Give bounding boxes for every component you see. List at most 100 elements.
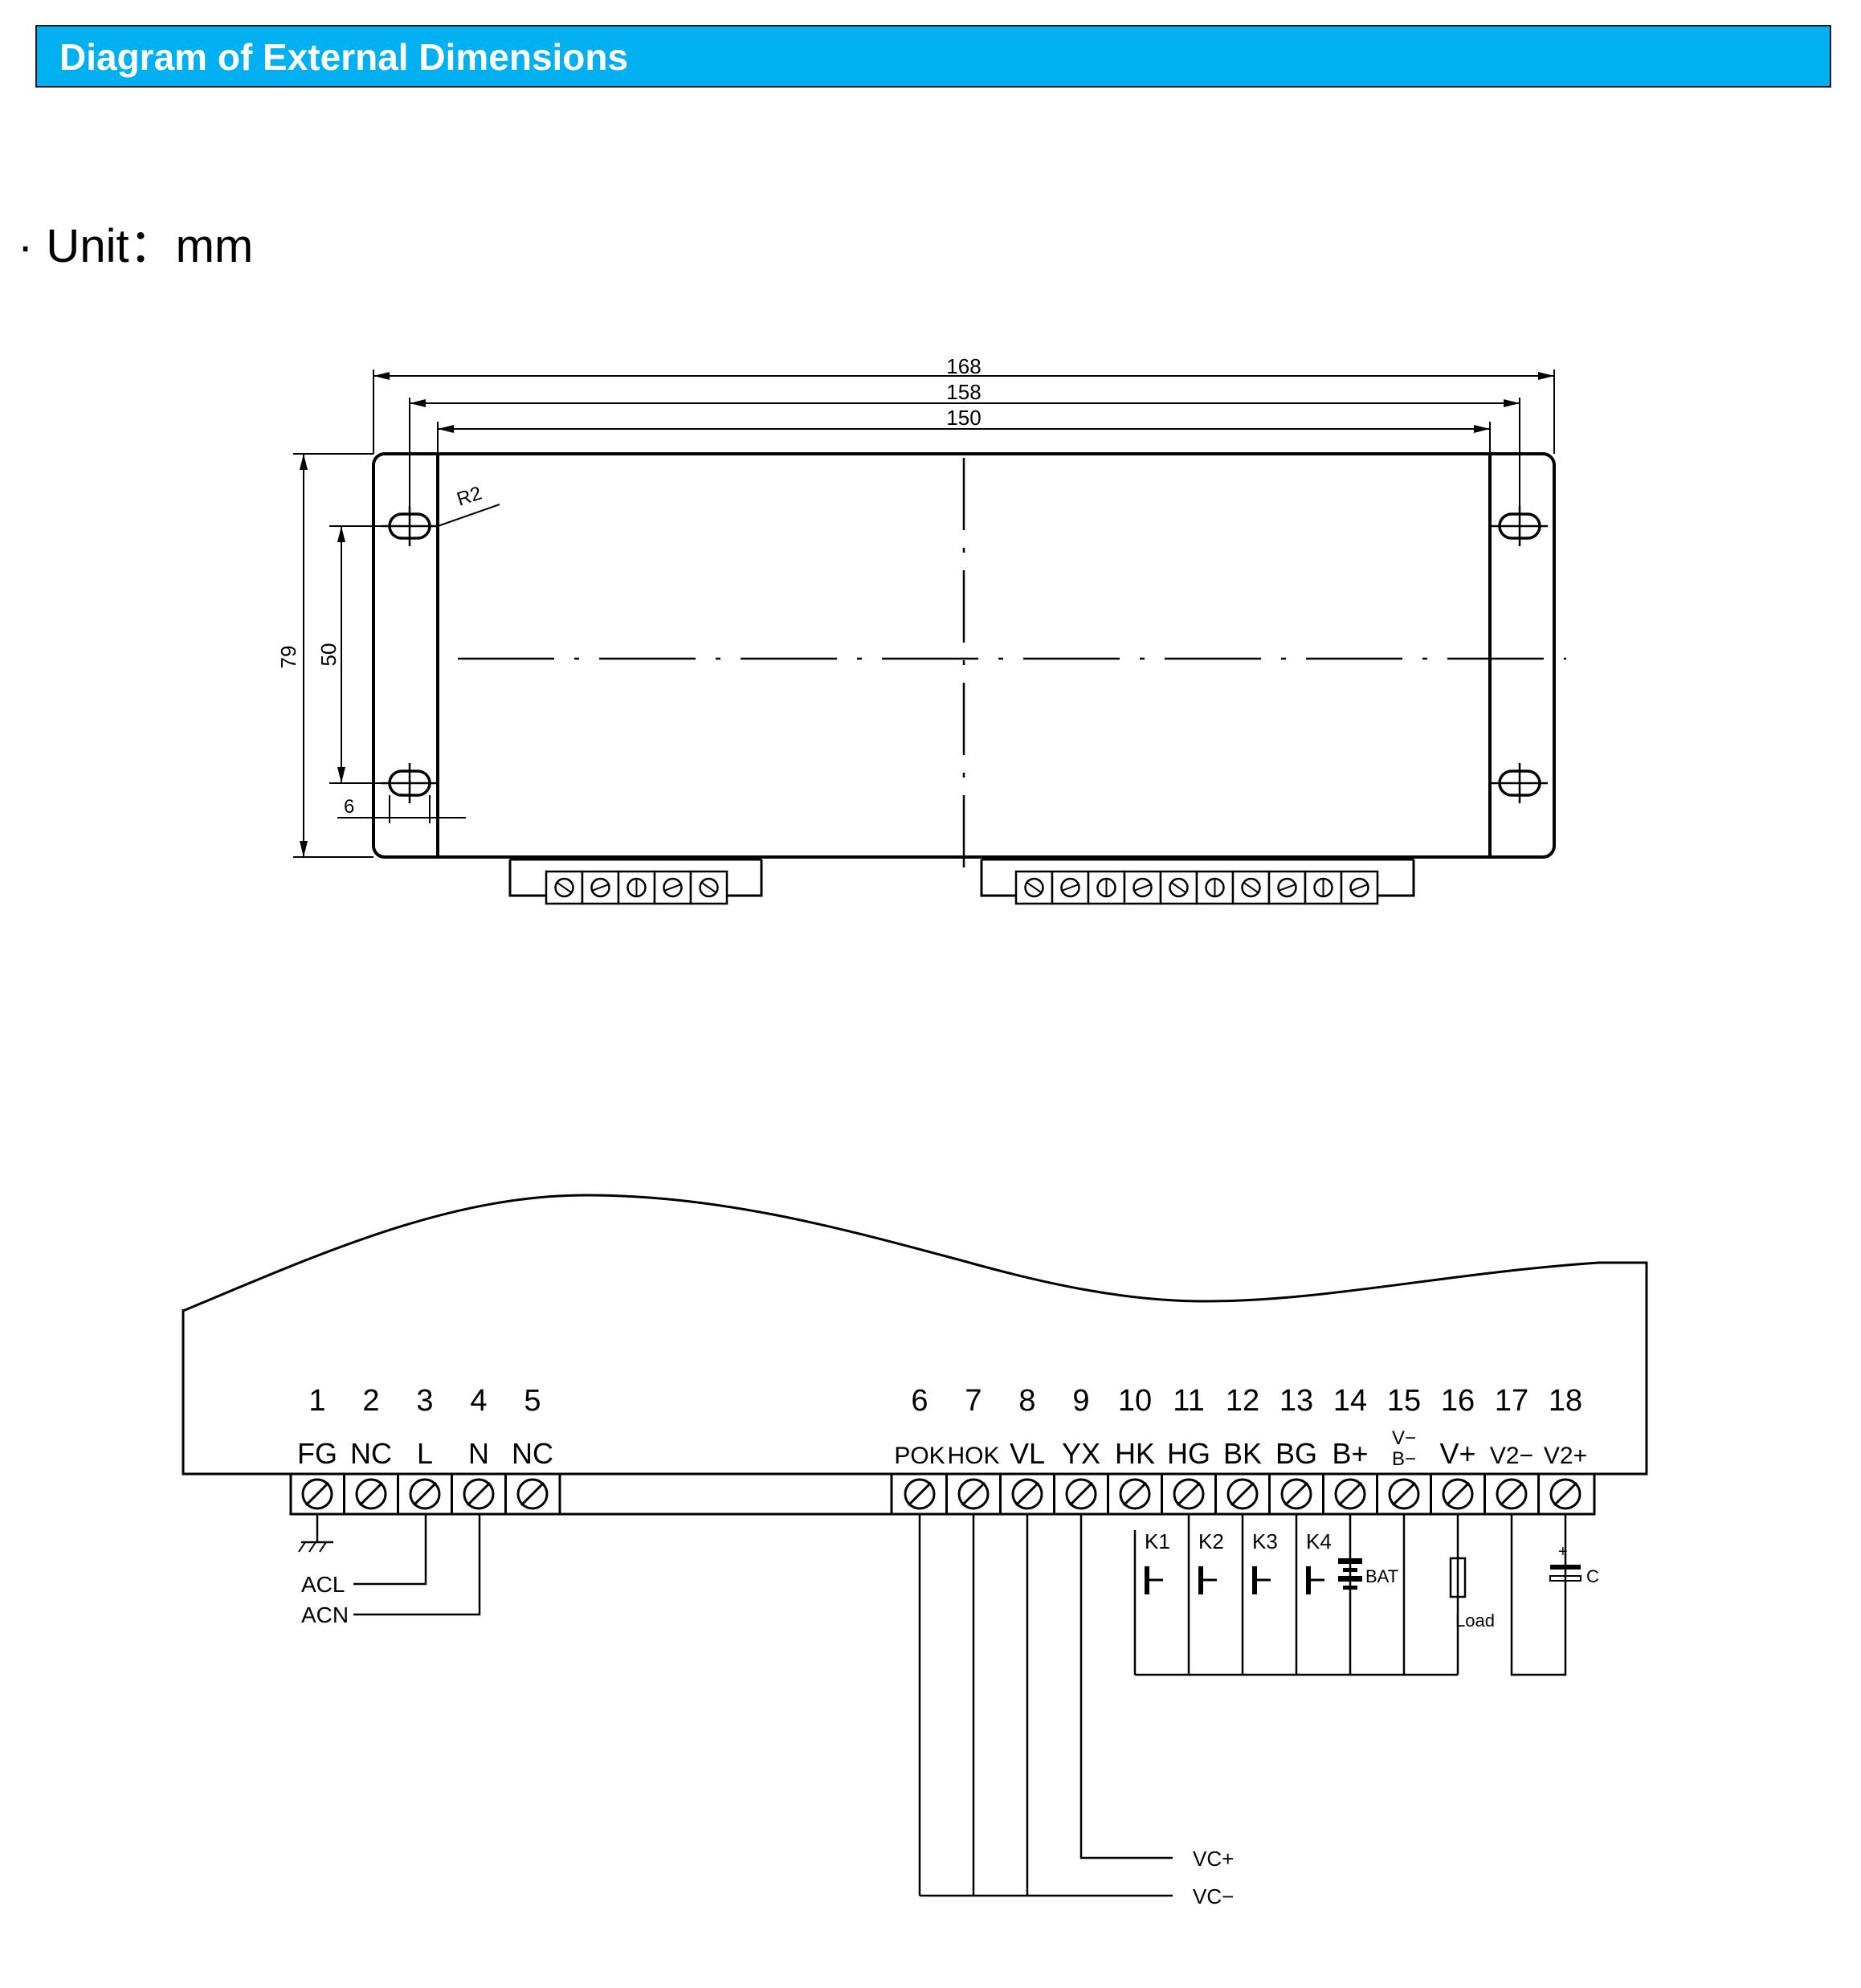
terminal-label: NC	[350, 1437, 392, 1470]
dim-label-79: 79	[276, 646, 300, 669]
terminal-slot	[412, 1481, 438, 1507]
terminal-screw-icon	[1011, 1478, 1043, 1510]
connector-cell	[689, 870, 728, 905]
header-bar: Diagram of External Dimensions	[35, 25, 1831, 88]
terminal-screw-icon	[1334, 1478, 1366, 1510]
terminal-screw-icon	[1119, 1478, 1151, 1510]
cap-label: C	[1586, 1566, 1599, 1586]
terminal-number: 11	[1173, 1384, 1204, 1418]
page-title: Diagram of External Dimensions	[59, 36, 629, 78]
terminal-number: 14	[1333, 1384, 1367, 1418]
dim-height-outer	[293, 453, 373, 858]
screw-icon	[1024, 877, 1044, 898]
terminal-number: 10	[1118, 1384, 1152, 1418]
dim-width-outer	[373, 369, 1555, 454]
screw-slot	[1026, 882, 1042, 893]
terminal-screw-icon	[1226, 1478, 1259, 1510]
terminal-number: 6	[911, 1384, 928, 1418]
terminal-label: V2+	[1544, 1443, 1587, 1469]
unit-label: · Unit：mm	[18, 220, 254, 272]
terminal-screw-icon	[1280, 1478, 1312, 1510]
load-resistor-icon	[1449, 1557, 1467, 1598]
dimension-drawing: 168 158 150 79	[276, 354, 1566, 905]
terminal-number: 17	[1495, 1384, 1528, 1418]
terminal-label: NC	[512, 1437, 553, 1470]
screw-icon	[1241, 877, 1261, 898]
terminal-slot	[1391, 1481, 1417, 1507]
terminal-screw-icon	[1549, 1478, 1581, 1510]
wire-acn	[353, 1514, 481, 1616]
terminal-label: HK	[1115, 1437, 1155, 1470]
acn-label: ACN	[301, 1602, 349, 1627]
screw-slot	[557, 882, 572, 893]
terminal-number: 9	[1072, 1384, 1089, 1418]
terminal-slot	[961, 1481, 986, 1507]
terminal-label: BK	[1223, 1437, 1262, 1470]
radius-leader	[437, 504, 500, 527]
terminal-number: 16	[1441, 1384, 1475, 1418]
screw-slot	[1351, 884, 1368, 892]
k3-label: K3	[1252, 1529, 1278, 1553]
screw-icon	[554, 877, 574, 898]
k2-label: K2	[1198, 1529, 1224, 1553]
terminal-slot	[466, 1481, 492, 1507]
screw-slot	[1243, 882, 1259, 893]
terminal-slot	[1068, 1481, 1094, 1507]
terminal-screw-icon	[1442, 1478, 1474, 1510]
terminal-label: N	[468, 1437, 489, 1470]
screw-slot	[1171, 882, 1186, 893]
capacitor-icon	[1549, 1565, 1581, 1582]
terminal-label: L	[417, 1437, 433, 1470]
terminal-block-right	[980, 858, 1415, 897]
device-body-outline	[182, 1194, 1648, 1476]
ground-icon	[298, 1514, 333, 1553]
wire-vc-plus	[1079, 1514, 1173, 1859]
screw-slot	[1279, 884, 1296, 892]
right-terminals: 6POK7HOK8VL9YX10HK11HG12BK13BG14B+15V−B−…	[894, 1384, 1587, 1514]
terminal-label: V2−	[1490, 1443, 1533, 1469]
dim-width-inner	[437, 422, 1491, 454]
mounting-hole-bottom-right	[1492, 763, 1548, 803]
dim-width-holes	[409, 398, 1520, 514]
dim-height-holes	[329, 525, 382, 784]
terminal-number: 3	[416, 1384, 433, 1418]
k1-label: K1	[1145, 1529, 1170, 1553]
screw-slot	[1134, 884, 1151, 892]
terminal-screw-icon	[409, 1478, 441, 1510]
screw-icon	[626, 877, 647, 898]
terminal-screw-icon	[463, 1478, 495, 1510]
terminal-screw-icon	[1496, 1478, 1528, 1510]
terminal-block-left	[508, 858, 763, 897]
screw-icon	[1169, 877, 1189, 898]
terminal-number: 7	[965, 1384, 982, 1418]
acl-label: ACL	[301, 1572, 345, 1597]
terminal-number: 18	[1549, 1384, 1582, 1418]
switch-k1-icon	[1145, 1566, 1163, 1594]
dim-label-158: 158	[946, 380, 981, 404]
terminal-label: V+	[1439, 1437, 1475, 1470]
terminal-slot	[1337, 1481, 1363, 1507]
terminal-number: 8	[1018, 1384, 1035, 1418]
battery-icon	[1338, 1558, 1362, 1590]
screw-slot	[592, 884, 609, 892]
dim-label-6: 6	[344, 796, 354, 818]
dim-edge-offset	[337, 795, 466, 823]
terminal-label: BG	[1275, 1437, 1317, 1470]
terminal-slot	[1553, 1481, 1578, 1507]
terminal-slot	[1014, 1481, 1040, 1507]
mounting-hole-bottom-left	[382, 763, 438, 803]
terminal-screw-icon	[301, 1478, 333, 1510]
terminal-screw-icon	[516, 1478, 549, 1510]
wire-v2-loop	[1510, 1514, 1567, 1676]
terminal-slot	[1176, 1481, 1202, 1507]
screw-slot	[1062, 884, 1079, 892]
terminal-slot	[358, 1481, 384, 1507]
terminal-screw-icon	[1388, 1478, 1420, 1510]
terminal-number: 12	[1226, 1384, 1259, 1418]
screw-icon	[1277, 877, 1297, 898]
terminal-label: HOK	[947, 1443, 999, 1469]
screw-icon	[1096, 877, 1116, 898]
connector-cell	[1231, 870, 1271, 905]
